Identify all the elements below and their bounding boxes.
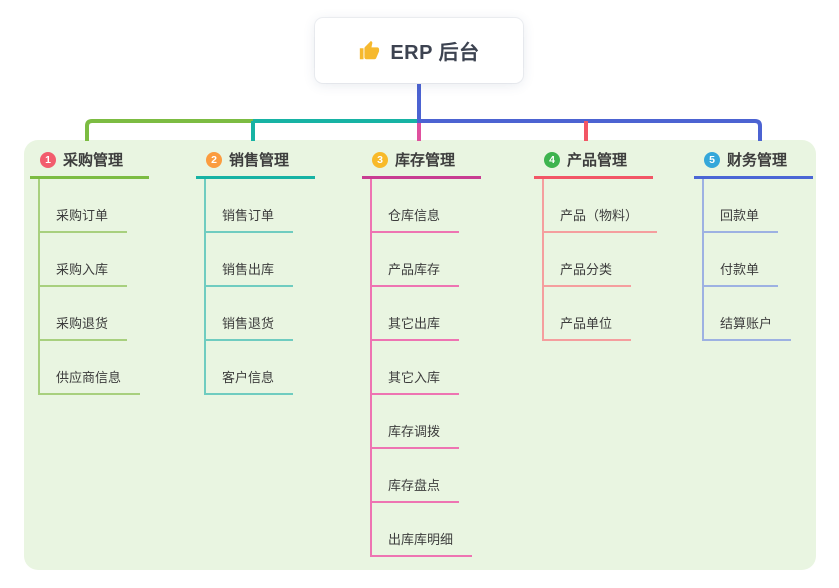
child-row: 客户信息 [206,341,315,395]
child-node[interactable]: 其它入库 [372,367,460,395]
thumbs-up-icon [358,40,380,62]
branches-panel [24,140,816,570]
connector-branch5-elbow [419,119,762,141]
child-row: 其它入库 [372,341,481,395]
child-row: 采购订单 [40,179,149,233]
child-row: 供应商信息 [40,341,149,395]
child-node[interactable]: 客户信息 [206,367,294,395]
branch-label: 采购管理 [63,152,124,169]
branch-label: 产品管理 [567,152,628,169]
branch: 3 库存管理 仓库信息产品库存其它出库其它入库库存调拨库存盘点出库库明细 [362,146,482,557]
child-row: 出库库明细 [372,503,481,557]
branch-title-node[interactable]: 3 库存管理 [362,146,482,179]
child-row: 销售退货 [206,287,315,341]
child-row: 库存盘点 [372,449,481,503]
branch-title-node[interactable]: 1 采购管理 [30,146,150,179]
child-row: 销售订单 [206,179,315,233]
branch-children: 销售订单销售出库销售退货客户信息 [204,179,315,395]
child-node[interactable]: 产品分类 [544,259,632,287]
branch-badge: 2 [206,151,222,168]
child-row: 付款单 [704,233,813,287]
branch-title-node[interactable]: 4 产品管理 [534,146,654,179]
child-row: 库存调拨 [372,395,481,449]
branch-children: 产品（物料） 产品分类产品单位 [542,179,658,341]
branch: 2 销售管理 销售订单销售出库销售退货客户信息 [196,146,316,395]
branch-badge: 4 [544,151,560,168]
child-node[interactable]: 产品库存 [372,259,460,287]
child-node[interactable]: 仓库信息 [372,205,460,233]
branch-badge: 1 [40,151,56,168]
child-node[interactable]: 付款单 [704,259,779,287]
child-row: 仓库信息 [372,179,481,233]
branch-label: 财务管理 [727,152,788,169]
child-node[interactable]: 销售退货 [206,313,294,341]
child-node[interactable]: 销售出库 [206,259,294,287]
child-node[interactable]: 销售订单 [206,205,294,233]
branch-children: 回款单付款单结算账户 [702,179,813,341]
child-node[interactable]: 采购订单 [40,205,128,233]
connector-branch2-elbow [251,119,419,141]
child-row: 产品（物料） [544,179,658,233]
child-node[interactable]: 产品（物料） [544,205,658,233]
branch-children: 采购订单采购入库采购退货供应商信息 [38,179,149,395]
branch: 1 采购管理 采购订单采购入库采购退货供应商信息 [30,146,150,395]
child-node[interactable]: 其它出库 [372,313,460,341]
child-node[interactable]: 库存调拨 [372,421,460,449]
child-node[interactable]: 采购退货 [40,313,128,341]
child-node[interactable]: 采购入库 [40,259,128,287]
child-row: 采购入库 [40,233,149,287]
child-node[interactable]: 回款单 [704,205,779,233]
child-row: 产品单位 [544,287,653,341]
connector-branch1-elbow [85,119,253,141]
branch: 5 财务管理 回款单付款单结算账户 [694,146,814,341]
child-row: 结算账户 [704,287,813,341]
child-node[interactable]: 库存盘点 [372,475,460,503]
branch-label: 库存管理 [395,152,456,169]
root-label: ERP 后台 [390,42,480,64]
branch-badge: 3 [372,151,388,168]
branch-title-node[interactable]: 2 销售管理 [196,146,316,179]
child-row: 产品分类 [544,233,653,287]
child-row: 回款单 [704,179,813,233]
child-node[interactable]: 结算账户 [704,313,792,341]
child-row: 其它出库 [372,287,481,341]
branch: 4 产品管理 产品（物料） 产品分类产品单位 [534,146,658,341]
child-row: 产品库存 [372,233,481,287]
root-node[interactable]: ERP 后台 [315,18,523,83]
branch-badge: 5 [704,151,720,168]
child-node[interactable]: 出库库明细 [372,529,473,557]
branch-label: 销售管理 [229,152,290,169]
child-row: 采购退货 [40,287,149,341]
branch-title-node[interactable]: 5 财务管理 [694,146,814,179]
branch-children: 仓库信息产品库存其它出库其它入库库存调拨库存盘点出库库明细 [370,179,481,557]
child-row: 销售出库 [206,233,315,287]
child-node[interactable]: 供应商信息 [40,367,141,395]
child-node[interactable]: 产品单位 [544,313,632,341]
